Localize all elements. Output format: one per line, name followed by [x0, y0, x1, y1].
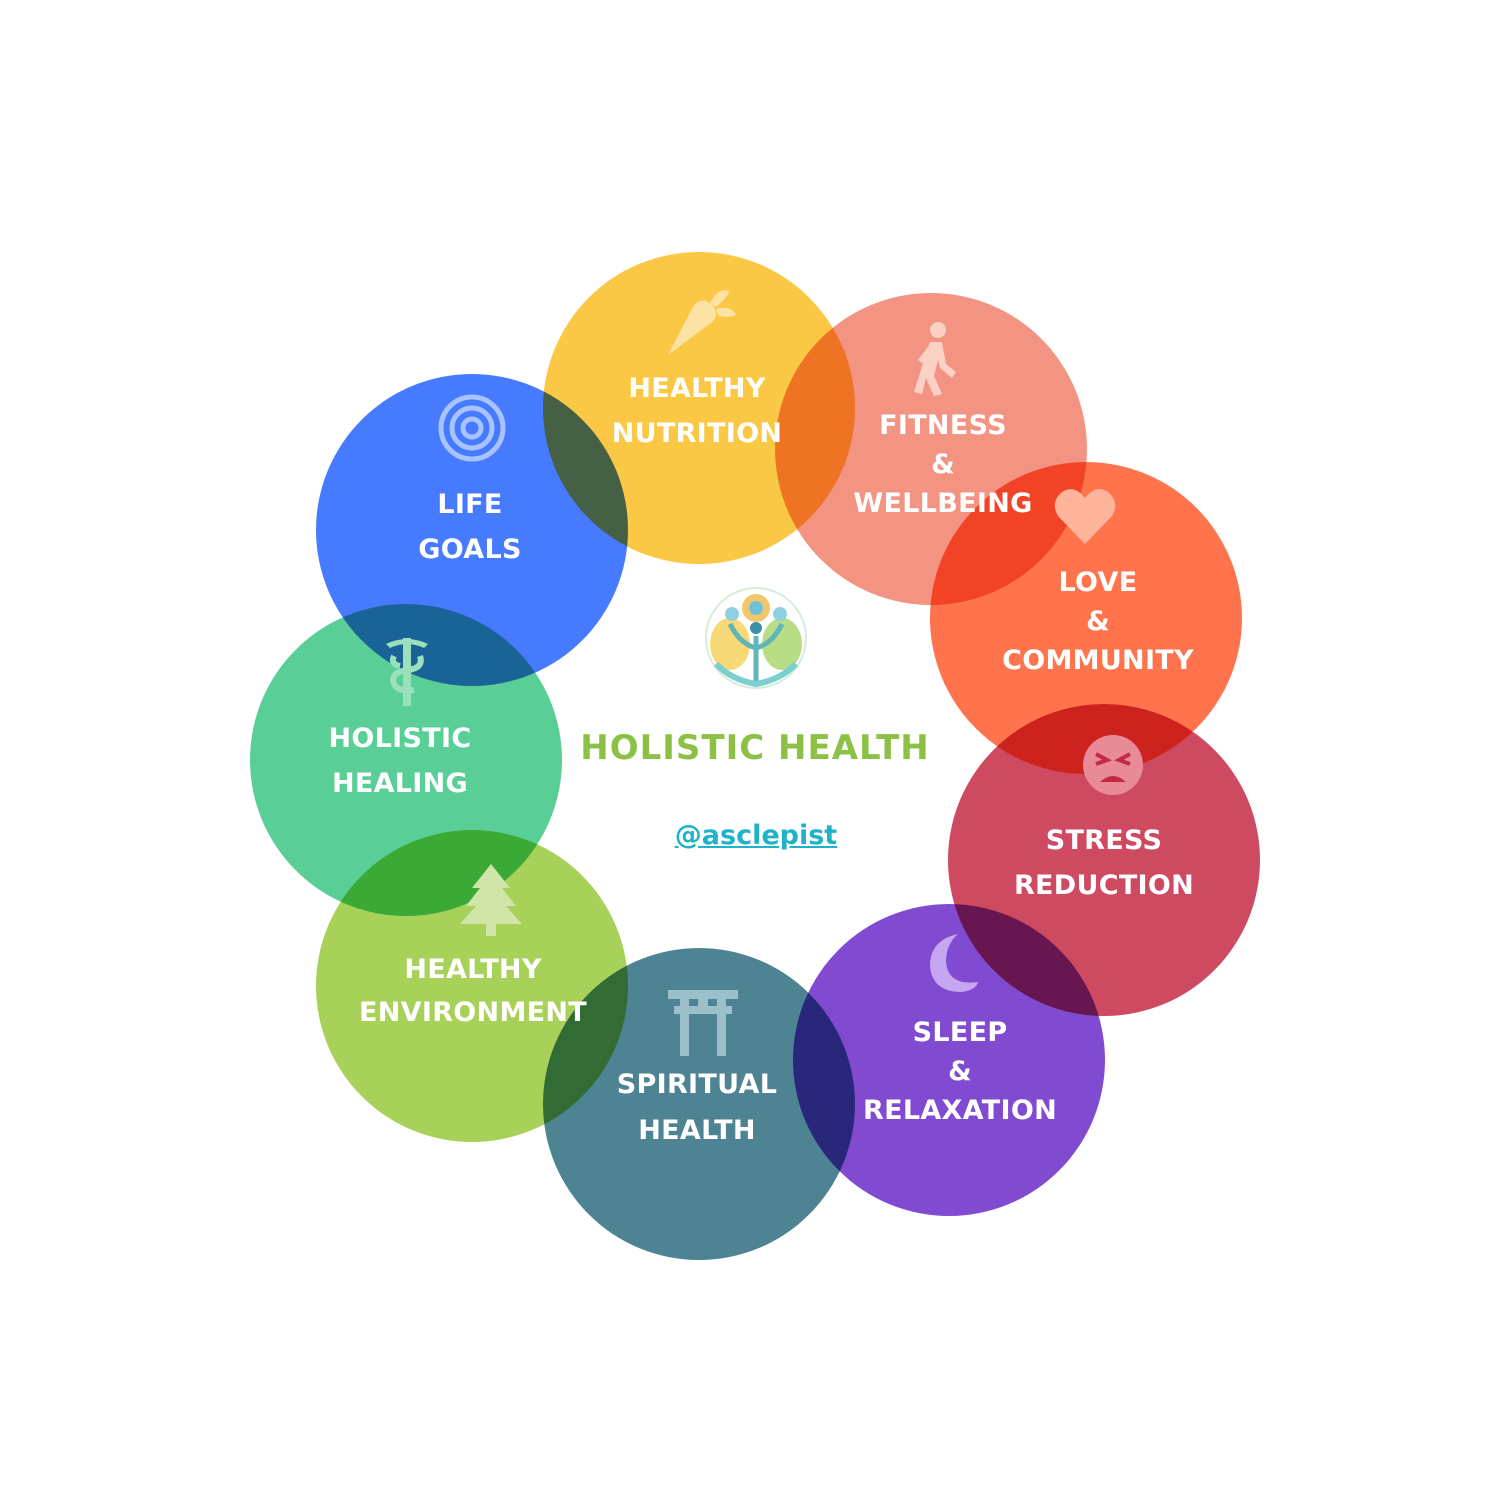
- carrot-icon: [668, 290, 736, 355]
- label-line: HEALTHY: [404, 954, 542, 985]
- angry-face-icon: [1083, 735, 1143, 795]
- label-line: LIFE: [437, 489, 503, 520]
- label-healthy-environment: HEALTHY ENVIRONMENT: [356, 948, 590, 1034]
- label-line: HOLISTIC: [328, 723, 472, 754]
- label-line: REDUCTION: [1013, 870, 1195, 901]
- label-line: COMMUNITY: [1002, 645, 1194, 676]
- label-line: STRESS: [1045, 825, 1163, 856]
- label-love-community: LOVE & COMMUNITY: [988, 563, 1208, 680]
- label-line: ENVIRONMENT: [359, 997, 587, 1028]
- label-spiritual-health: SPIRITUAL HEALTH: [590, 1062, 804, 1154]
- label-line: NUTRITION: [611, 418, 783, 449]
- label-sleep-relaxation: SLEEP & RELAXATION: [850, 1013, 1070, 1130]
- social-handle-link[interactable]: @asclepist: [674, 820, 838, 851]
- target-icon: [438, 394, 506, 462]
- tree-icon: [460, 864, 522, 936]
- label-healthy-nutrition: HEALTHY NUTRITION: [590, 366, 804, 456]
- diagram-title: HOLISTIC HEALTH: [580, 728, 930, 768]
- caduceus-icon: [386, 638, 428, 706]
- walking-person-icon: [914, 322, 956, 396]
- label-line: HEALTH: [638, 1115, 756, 1146]
- torii-gate-icon: [668, 990, 738, 1056]
- label-holistic-healing: HOLISTIC HEALING: [300, 716, 500, 806]
- label-line: HEALING: [331, 768, 469, 799]
- label-line: RELAXATION: [863, 1095, 1057, 1126]
- label-line: GOALS: [418, 534, 522, 565]
- label-line: SPIRITUAL: [616, 1069, 778, 1100]
- label-line: FITNESS: [879, 410, 1007, 441]
- moon-icon: [930, 934, 978, 992]
- label-line: LOVE: [1058, 567, 1138, 598]
- label-fitness-wellbeing: FITNESS & WELLBEING: [836, 406, 1050, 523]
- tree-of-life-logo-icon: [705, 587, 807, 689]
- label-line: WELLBEING: [853, 488, 1033, 519]
- heart-icon: [1054, 489, 1116, 544]
- label-line: HEALTHY: [628, 373, 766, 404]
- label-line: &: [931, 449, 955, 480]
- label-line: &: [948, 1056, 972, 1087]
- label-line: &: [1086, 606, 1110, 637]
- label-stress-reduction: STRESS REDUCTION: [994, 818, 1214, 908]
- label-line: SLEEP: [912, 1017, 1008, 1048]
- label-life-goals: LIFE GOALS: [370, 482, 570, 572]
